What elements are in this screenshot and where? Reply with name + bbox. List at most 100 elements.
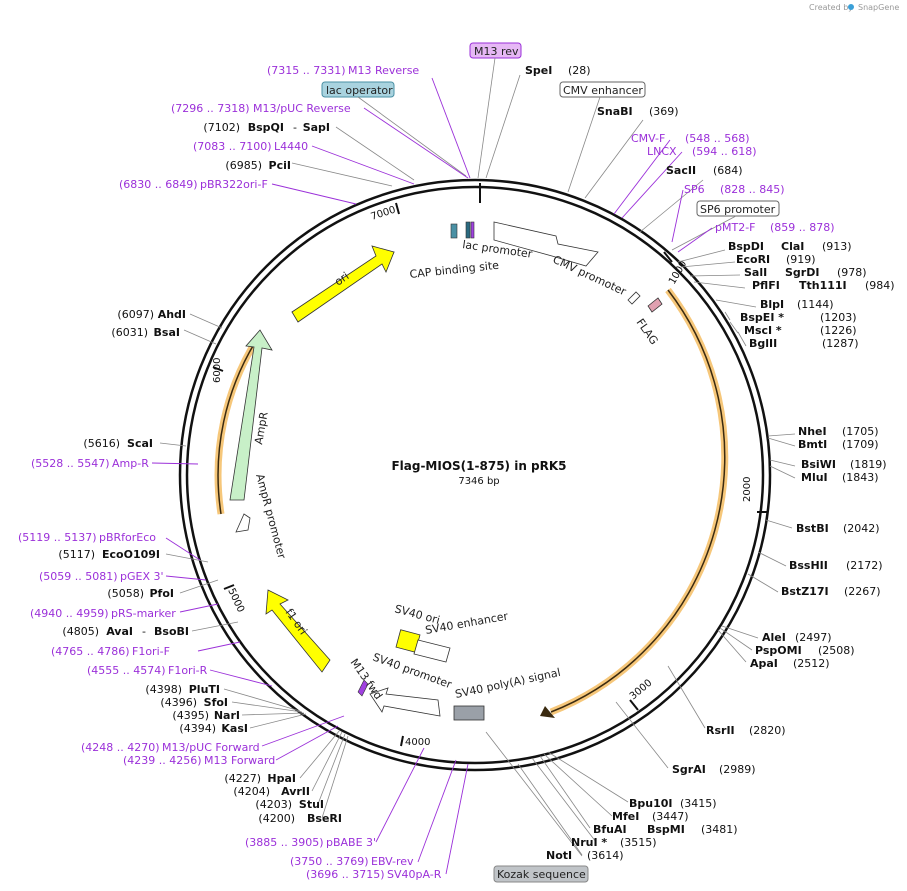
site-pos: (684): [713, 164, 743, 177]
site-name: HpaI: [267, 772, 296, 785]
feature-ori[interactable]: [291, 245, 395, 323]
m13rev-label: M13 rev: [474, 45, 519, 58]
site-name: SalI: [744, 266, 767, 279]
sp6-promoter-box: [696, 200, 780, 217]
site-pos: (913): [822, 240, 852, 253]
site-pos: (919): [786, 253, 816, 266]
feature-f1ori[interactable]: [265, 589, 331, 673]
site-name: BlpI: [760, 298, 784, 311]
tick-4000: 4000: [405, 737, 430, 748]
backbone: [178, 178, 772, 772]
site-name: BspQI: [248, 121, 284, 134]
site-pos: (4227): [224, 772, 261, 785]
site-name: Bpu10I: [629, 797, 673, 810]
site-pos: (3614): [587, 849, 624, 862]
site-pos: (984): [865, 279, 895, 292]
site-pos: (1705): [842, 425, 879, 438]
plasmid-name: Flag-MIOS(1-875) in pRK5: [391, 459, 566, 473]
site-pos: (5616): [83, 437, 120, 450]
lac-operator-label: lac operator: [326, 84, 393, 97]
site-name: SfoI: [204, 696, 228, 709]
primer-name: pGEX 3': [120, 570, 164, 583]
site-name-2: ClaI: [781, 240, 804, 253]
feature-sp6[interactable]: [627, 291, 641, 305]
site-pos: (1287): [822, 337, 859, 350]
site-name-2: Tth111I: [799, 279, 847, 292]
primer-name: M13/pUC Reverse: [253, 102, 351, 115]
primer-range: (548 .. 568): [685, 132, 750, 145]
feature-cap[interactable]: [450, 223, 458, 239]
site-name-2: SapI: [303, 121, 330, 134]
site-name: BglII: [749, 337, 777, 350]
primer-range: (5119 .. 5137): [18, 531, 97, 544]
feature-sv40-promoter[interactable]: [369, 687, 441, 717]
feature-cmv-promoter[interactable]: [493, 221, 599, 267]
site-pos: (4204): [233, 785, 270, 798]
feature-ampr-promoter[interactable]: [235, 513, 251, 533]
cds-arc-right-core: [550, 289, 726, 713]
primer-range: (7296 .. 7318): [171, 102, 250, 115]
kozak-label: Kozak sequence: [497, 868, 586, 881]
site-name: EcoRI: [736, 253, 770, 266]
feature-sv40polya-label: SV40 poly(A) signal: [454, 666, 562, 701]
feature-ampr[interactable]: [229, 329, 273, 501]
primer-range: (859 .. 878): [770, 221, 835, 234]
primer-range: (4940 .. 4959): [30, 607, 109, 620]
site-name: BstZ17I: [781, 585, 829, 598]
site-name-2: SgrDI: [785, 266, 819, 279]
site-name: PluTI: [189, 683, 220, 696]
site-pos: (2989): [719, 763, 756, 776]
cmv-enhancer-label: CMV enhancer: [563, 84, 643, 97]
site-name: ApaI: [750, 657, 778, 670]
feature-sv40-enhancer[interactable]: [413, 639, 451, 663]
site-pos: (4200): [258, 812, 295, 825]
site-pos: (6985): [225, 159, 262, 172]
site-name: BsaI: [154, 326, 180, 339]
site-dash: -: [293, 121, 297, 134]
sp6-promoter-label: SP6 promoter: [700, 203, 776, 216]
feature-cap-label: CAP binding site: [409, 259, 500, 281]
feature-flag[interactable]: [647, 297, 663, 313]
feature-m13fwd[interactable]: [357, 679, 369, 697]
site-name-2: BspMI: [647, 823, 685, 836]
primer-name: pRS-marker: [111, 607, 176, 620]
site-name: SacII: [666, 164, 696, 177]
site-name: MscI *: [744, 324, 782, 337]
kozak-box: [493, 865, 589, 883]
primer-range: (4765 .. 4786): [51, 645, 130, 658]
site-name: PflFI: [752, 279, 780, 292]
site-name: PspOMI: [755, 644, 802, 657]
tick-7000: 7000: [370, 205, 398, 223]
primer-range: (594 .. 618): [692, 145, 757, 158]
site-name: PfoI: [150, 587, 175, 600]
site-pos: (2267): [844, 585, 881, 598]
site-pos: (1819): [850, 458, 887, 471]
site-name: SpeI: [525, 64, 552, 77]
tick-5000: 5000: [225, 587, 246, 615]
site-pos: (2042): [843, 522, 880, 535]
site-pos: (369): [649, 105, 679, 118]
primer-name: LNCX: [647, 145, 677, 158]
primer-range: (3696 .. 3715): [306, 868, 385, 881]
site-pos: (5117): [58, 548, 95, 561]
site-pos: (5058): [107, 587, 144, 600]
site-pos: (4395): [172, 709, 209, 722]
feature-m13rev[interactable]: [470, 221, 475, 239]
site-pos: (4398): [145, 683, 182, 696]
feature-sv40-polya[interactable]: [453, 705, 485, 721]
site-name: SnaBI: [597, 105, 633, 118]
primer-name: SV40pA-R: [387, 868, 442, 881]
site-pos: (7102): [203, 121, 240, 134]
primer-range: (5059 .. 5081): [39, 570, 118, 583]
primer-name: Amp-R: [112, 457, 149, 470]
primer-range: (7315 .. 7331): [267, 64, 346, 77]
primer-range: (4555 .. 4574): [87, 664, 166, 677]
feature-lac-operator[interactable]: [465, 221, 471, 239]
site-name: MluI: [801, 471, 828, 484]
site-name: KasI: [221, 722, 248, 735]
site-name: BspDI: [728, 240, 764, 253]
primer-range: (4239 .. 4256): [123, 754, 202, 767]
site-name: BfuAI: [593, 823, 627, 836]
site-name: BmtI: [798, 438, 827, 451]
site-pos: (1203): [820, 311, 857, 324]
